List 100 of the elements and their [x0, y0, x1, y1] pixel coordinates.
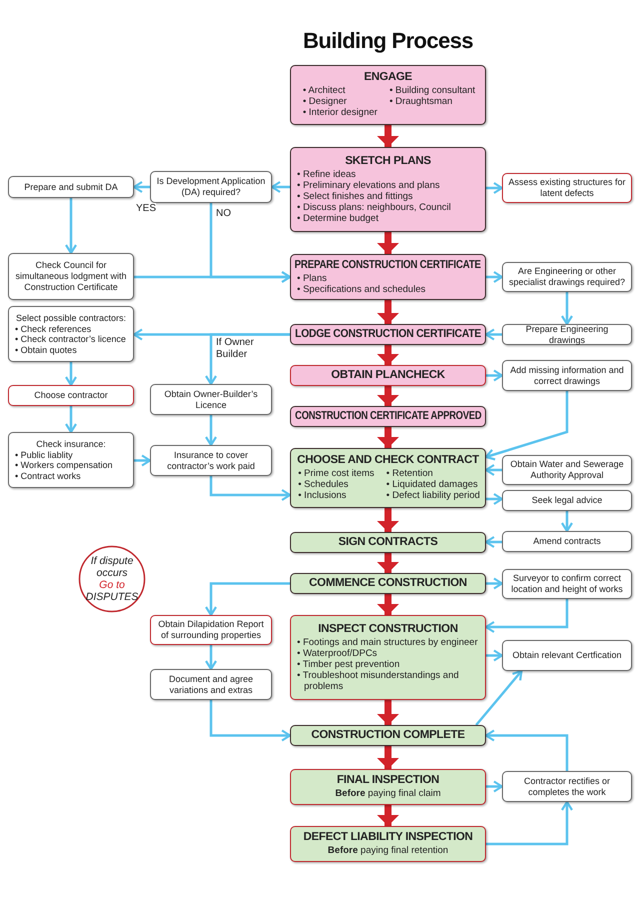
arrow	[377, 805, 399, 826]
bullet-item: • Draughtsman	[389, 96, 454, 108]
arrow	[484, 328, 502, 341]
step-heading: SKETCH PLANS	[345, 154, 431, 169]
dispute-note: DISPUTES	[86, 591, 138, 604]
action-box	[150, 615, 272, 645]
action-box	[502, 569, 632, 599]
arrow	[484, 391, 568, 461]
step-heading: FINAL INSPECTION	[336, 774, 440, 788]
step-heading: COMMENCE CONSTRUCTION	[309, 576, 467, 590]
arrow	[134, 270, 292, 284]
box-text: Document and agree variations and extras	[168, 674, 254, 696]
bullet-item: • Plans	[297, 272, 328, 284]
action-box	[8, 176, 134, 198]
arrow	[377, 553, 399, 573]
bullet-item: • Check contractor’s licence	[15, 334, 127, 345]
arrow	[270, 180, 290, 194]
step-box	[290, 406, 486, 427]
box-text: Obtain Owner-Builder’s Licence	[163, 388, 259, 410]
arrow	[377, 386, 399, 406]
bullet-item: • Interior designer	[302, 107, 378, 119]
arrow	[486, 800, 574, 846]
bullet-item: • Retention	[386, 468, 434, 480]
arrow	[210, 700, 292, 742]
step-heading: OBTAIN PLANCHECK	[331, 368, 445, 382]
box-text: Surveyor to confirm correct location and height of works	[510, 573, 624, 595]
arrow	[484, 536, 502, 548]
action-box	[8, 432, 134, 488]
arrow	[377, 508, 399, 532]
arrow	[377, 746, 399, 769]
arrow	[210, 476, 292, 502]
bullet-item: • Obtain quotes	[15, 344, 78, 356]
bullet-item: • Liquidated damages	[386, 479, 479, 490]
step-note: Before paying final claim	[335, 788, 441, 800]
arrow	[484, 464, 502, 476]
edge-label: YES	[136, 203, 156, 214]
box-text: Amend contracts	[533, 536, 601, 547]
step-box	[290, 147, 486, 232]
arrow	[64, 198, 78, 254]
arrow	[377, 700, 399, 725]
arrow	[486, 492, 504, 506]
arrow	[377, 125, 399, 147]
bullet-item: • Footings and main structures by engineer	[297, 636, 479, 648]
bullet-item: • Discuss plans: neighbours, Council	[297, 202, 452, 214]
step-note: Before paying final retention	[328, 845, 448, 857]
diagram-title: Building Process	[302, 28, 474, 54]
arrow	[484, 729, 568, 771]
box-text: Seek legal advice	[532, 495, 602, 506]
arrow	[486, 369, 504, 382]
step-box	[290, 324, 486, 345]
bullet-item: • Contract works	[15, 470, 82, 482]
dispute-circle	[78, 545, 146, 613]
action-box	[150, 384, 272, 415]
box-text: Prepare and submit DA	[24, 182, 118, 192]
arrow	[204, 415, 218, 446]
arrow	[484, 599, 568, 634]
arrow	[64, 362, 78, 386]
bullet-item: • Architect	[302, 85, 346, 96]
bullet-item: • Inclusions	[298, 490, 348, 502]
arrow	[377, 300, 399, 324]
box-text: Add missing information and correct drawings	[509, 364, 625, 386]
arrow	[486, 270, 504, 284]
arrow	[486, 780, 504, 793]
step-box	[290, 254, 486, 300]
step-box	[290, 769, 486, 805]
box-text: Is Development Application (DA) required?	[156, 176, 266, 198]
bullet-item: • Schedules	[298, 479, 350, 490]
step-heading: PREPARE CONSTRUCTION CERTIFICATE	[294, 258, 482, 273]
box-text: Obtain Water and Sewerage Authority Approval	[509, 459, 625, 481]
edge-label: NO	[216, 208, 231, 220]
step-box	[290, 448, 486, 508]
step-heading: CHOOSE AND CHECK CONTRACT	[297, 454, 479, 468]
arrow	[134, 454, 152, 467]
question-box	[150, 171, 272, 203]
action-box	[502, 531, 632, 552]
box-text: Are Engineering or other specialist drawings required?	[508, 266, 626, 288]
bullet-item: • Select finishes and fittings	[297, 190, 414, 202]
action-box	[502, 173, 632, 203]
arrow	[560, 292, 574, 326]
step-box	[290, 725, 486, 746]
action-box	[502, 771, 632, 802]
action-box	[502, 490, 632, 511]
step-box	[290, 573, 486, 594]
box-text: Contractor rectifies or completes the work	[522, 776, 612, 798]
box-text: Assess existing structures for latent defects	[507, 177, 627, 199]
step-box	[290, 615, 486, 700]
bullet-item: • Prime cost items	[298, 468, 374, 480]
box-text: Insurance to cover contractor’s work paid	[166, 450, 256, 472]
arrow	[64, 406, 78, 434]
bullet-item: • Specifications and schedules	[297, 284, 426, 295]
bullet-item: • Defect liability period	[386, 490, 480, 502]
action-box	[8, 385, 134, 406]
step-box	[290, 826, 486, 862]
dispute-note: Go to	[99, 579, 125, 592]
bullet-item: • Designer	[302, 96, 348, 108]
step-box	[290, 65, 486, 125]
step-heading: ENGAGE	[364, 71, 412, 86]
dispute-note: If dispute occurs	[90, 554, 134, 579]
arrow	[204, 333, 290, 386]
bullet-item: • Workers compensation	[15, 460, 114, 471]
